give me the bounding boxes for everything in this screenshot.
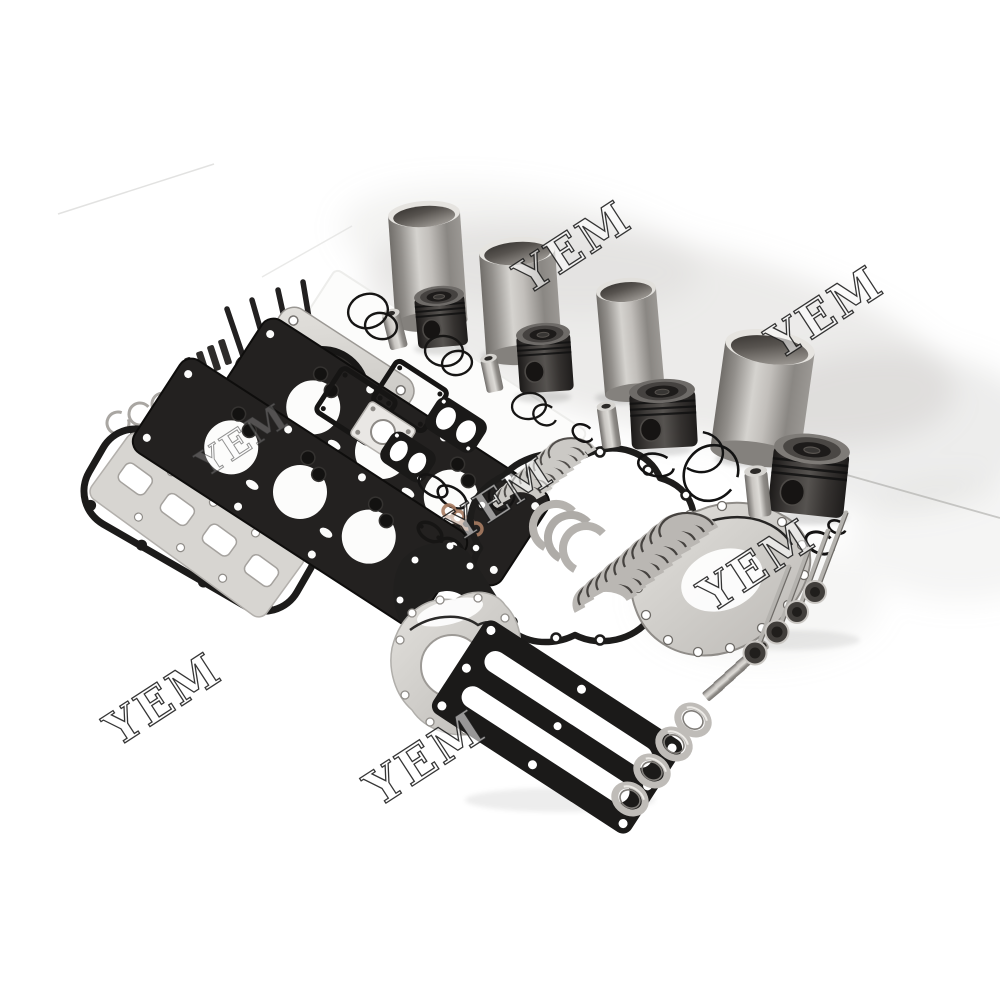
piston-pin-4: [744, 465, 772, 518]
o-ring-1: [417, 473, 449, 499]
thrust-washers: [529, 500, 613, 576]
piston-1: [414, 285, 468, 349]
piston-ring-set-2: [423, 334, 474, 377]
piston-3: [629, 378, 698, 450]
twin-port-gasket-2: [425, 397, 487, 453]
piston-2: [516, 322, 574, 394]
small-gasket-1: [416, 520, 444, 544]
twin-port-gasket-1: [380, 431, 436, 483]
exhaust-manifold-gasket: [89, 432, 305, 618]
piston-pin-2: [480, 353, 504, 393]
paper-creases: [57, 163, 1000, 519]
piston-pin-3: [596, 401, 621, 449]
oil-cooler-gasket: [431, 620, 683, 834]
circlip-right-2: [827, 519, 847, 535]
piston-ring-set-3: [510, 391, 558, 427]
silver-valve-heads: [742, 580, 827, 666]
silver-valve-stems: [755, 510, 849, 650]
head-gasket-1: [131, 357, 469, 627]
piston-4: [768, 433, 850, 518]
timing-cover-gasket: [630, 500, 812, 658]
piston-ring-set-1: [346, 292, 399, 341]
